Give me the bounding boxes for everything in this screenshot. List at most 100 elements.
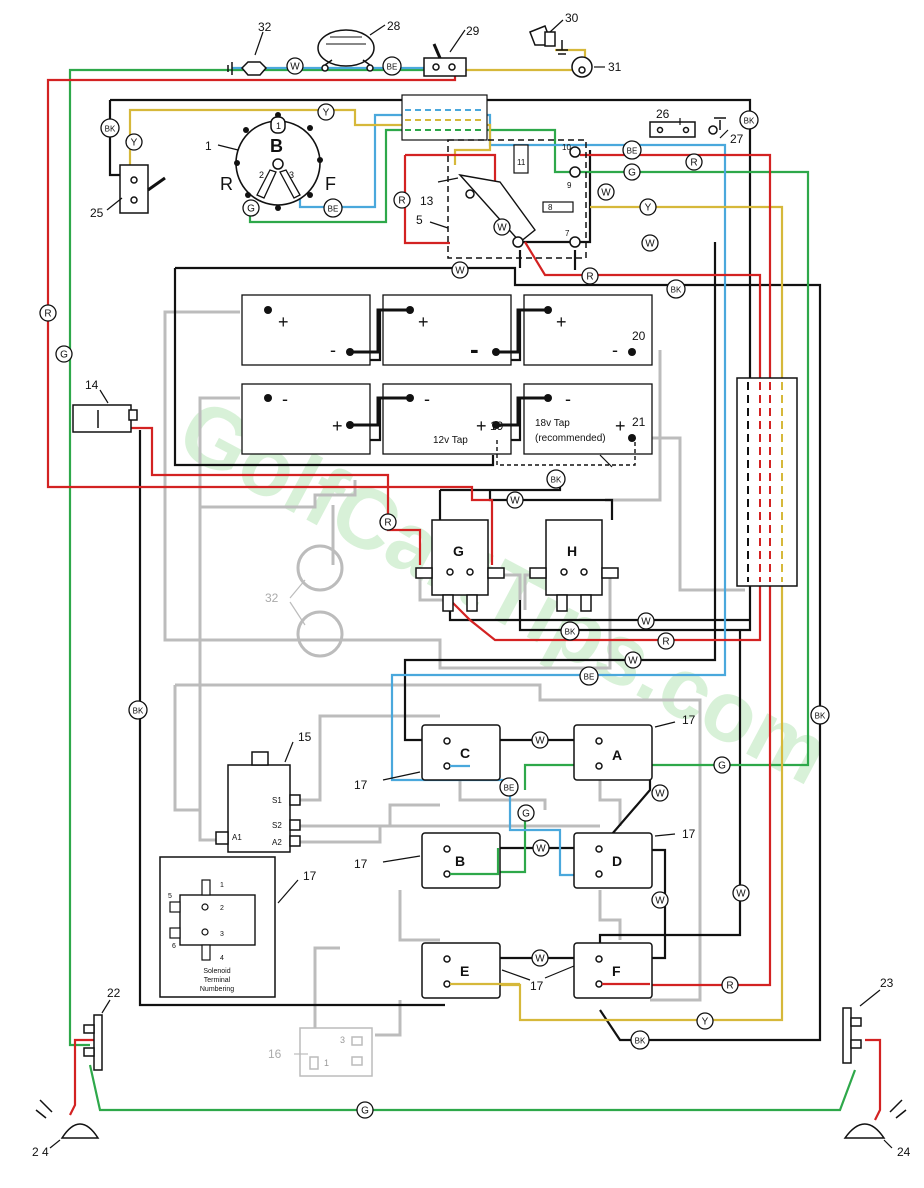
switch-29	[423, 43, 467, 77]
wire-code-text: R	[44, 309, 51, 320]
solenoid-d-label: D	[612, 853, 622, 869]
legend-t1: 1	[220, 882, 224, 889]
solenoid-coil-wires	[450, 764, 650, 986]
wire-code-be: BE	[499, 777, 519, 797]
legend-t3: 3	[220, 931, 224, 938]
legend-caption-1: Solenoid	[203, 968, 230, 975]
svg-text:+: +	[476, 416, 487, 436]
wire-code-text: Y	[645, 203, 652, 214]
callout-32-lower: 32	[265, 591, 279, 605]
switch-25	[119, 164, 166, 214]
comp15-a2: A2	[272, 838, 282, 847]
callout-26: 26	[656, 107, 670, 121]
svg-text:-: -	[424, 389, 430, 409]
switch-p11: 11	[517, 158, 526, 167]
callout-22: 22	[107, 986, 121, 1000]
wire-code-text: Y	[323, 108, 330, 119]
callout-1: 1	[205, 139, 212, 153]
battery-terminals	[264, 306, 636, 442]
wire-code-bk: BK	[128, 700, 148, 720]
wire-code-text: W	[601, 188, 611, 199]
legend-t2: 2	[220, 905, 224, 912]
solenoid-h-label: H	[567, 543, 577, 559]
wire-code-text: BE	[584, 673, 595, 682]
wire-code-be: BE	[579, 666, 599, 686]
switch-p7: 7	[565, 229, 570, 238]
headlight-24-left	[35, 1099, 100, 1139]
solenoid-a-label: A	[612, 747, 622, 763]
component-15	[215, 751, 301, 853]
wire-code-g: G	[713, 756, 731, 774]
callout-25: 25	[90, 206, 104, 220]
callout-29: 29	[466, 24, 480, 38]
forward-reverse-switch	[447, 139, 587, 259]
svg-text:-: -	[565, 389, 571, 409]
wire-code-y: Y	[317, 103, 335, 121]
wire-code-w: W	[451, 261, 469, 279]
svg-text:+: +	[278, 312, 289, 332]
wire-code-text: R	[384, 518, 391, 529]
wire-code-y: Y	[639, 198, 657, 216]
callout-15: 15	[298, 730, 312, 744]
callout-32: 32	[258, 20, 272, 34]
wire-code-text: W	[535, 736, 545, 747]
switch-p10: 10	[562, 143, 571, 152]
wire-code-w: W	[493, 218, 511, 236]
horn-28	[317, 29, 375, 72]
wire-code-w: W	[637, 612, 655, 630]
wire-code-r: R	[379, 513, 397, 531]
wire-code-text: G	[247, 204, 255, 215]
wire-code-g: G	[517, 804, 535, 822]
callout-17-b: 17	[354, 857, 368, 871]
solenoid-g-label: G	[453, 543, 464, 559]
tap-18v-label: 18v Tap	[535, 418, 570, 429]
wire-code-text: BK	[815, 712, 826, 721]
callout-27: 27	[730, 132, 744, 146]
battery-pack	[241, 294, 653, 455]
wire-code-g: G	[242, 199, 260, 217]
component-14	[72, 404, 138, 433]
callout-17-c: 17	[354, 778, 368, 792]
solenoid-c-label: C	[460, 745, 470, 761]
callout-arrows	[49, 19, 893, 1149]
wire-code-bk: BK	[739, 110, 759, 130]
wire-code-g: G	[356, 1101, 374, 1119]
label-21: 21	[632, 415, 646, 429]
callout-16: 16	[268, 1047, 282, 1061]
callout-17-legend: 17	[303, 869, 317, 883]
wire-code-r: R	[721, 976, 739, 994]
legend-caption-2: Terminal	[204, 977, 231, 984]
wire-code-g: G	[55, 345, 73, 363]
wire-code-y: Y	[696, 1012, 714, 1030]
wire-code-g: G	[623, 163, 641, 181]
callout-13: 13	[420, 194, 434, 208]
wire-code-bk: BK	[100, 118, 120, 138]
wire-code-w: W	[532, 839, 550, 857]
wire-code-text: W	[510, 496, 520, 507]
wire-code-w: W	[624, 651, 642, 669]
comp15-s2: S2	[272, 821, 282, 830]
wire-code-bk: BK	[666, 279, 686, 299]
battery-links	[350, 308, 548, 427]
wire-code-text: R	[662, 637, 669, 648]
battery-4	[241, 383, 371, 455]
label-19: 19	[490, 419, 504, 433]
headlight-24-right	[843, 1099, 907, 1139]
wire-code-r: R	[581, 267, 599, 285]
wire-code-r: R	[657, 632, 675, 650]
callout-17-a: 17	[682, 713, 696, 727]
wire-code-text: Y	[131, 138, 138, 149]
svg-text:+: +	[615, 416, 626, 436]
tail-light-23	[842, 1007, 862, 1064]
legend-t4: 4	[220, 955, 224, 962]
wire-code-bk: BK	[630, 1030, 650, 1050]
callout-14: 14	[85, 378, 99, 392]
svg-text:-: -	[282, 389, 288, 409]
wire-code-r: R	[393, 191, 411, 209]
wire-code-text: W	[535, 954, 545, 965]
svg-text:+: +	[332, 416, 343, 436]
wire-code-text: W	[736, 889, 746, 900]
harness-top	[401, 94, 488, 141]
wire-code-be: BE	[622, 140, 642, 160]
